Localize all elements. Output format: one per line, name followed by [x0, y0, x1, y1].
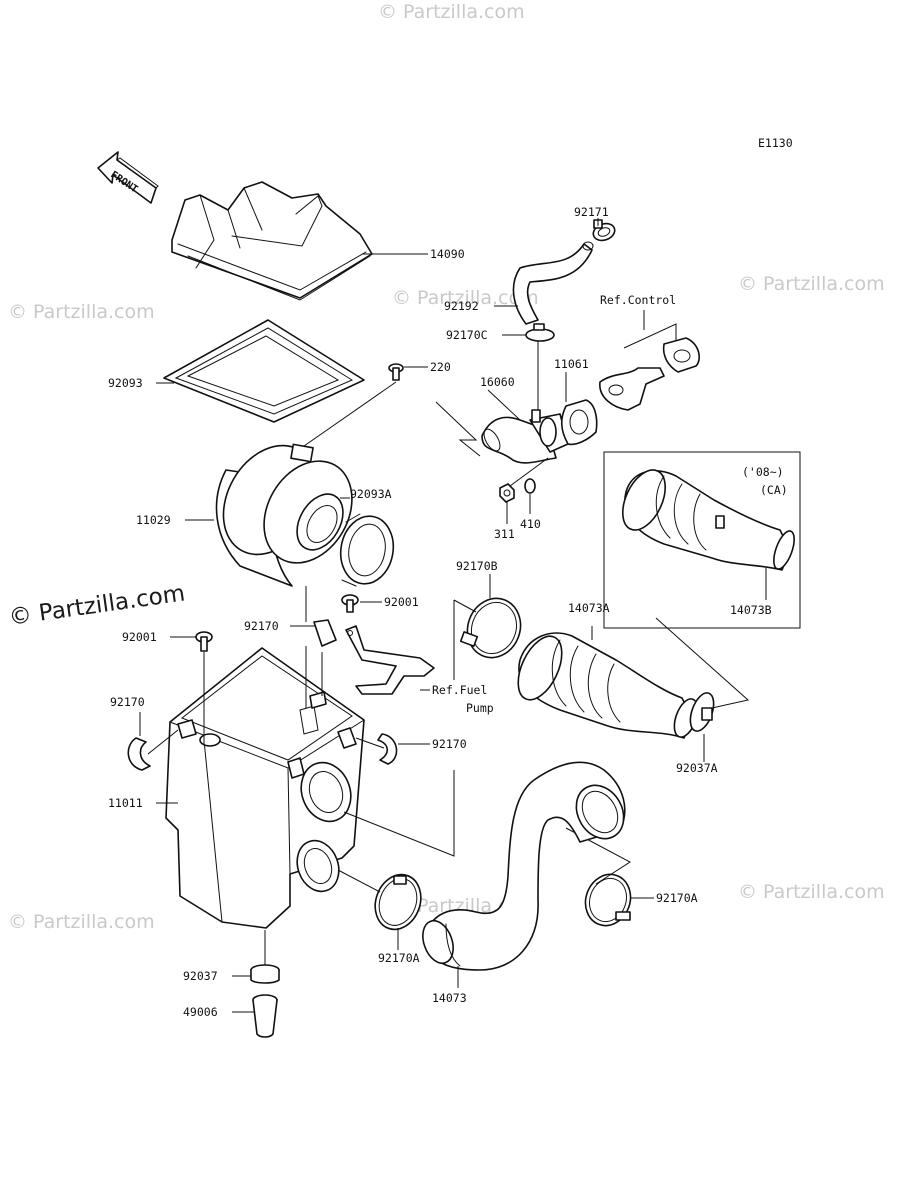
clamp-92170B: [459, 597, 522, 659]
callout-11011: 11011: [108, 796, 143, 810]
leader-line: [343, 770, 455, 857]
intake-duct-14073B: [622, 469, 795, 571]
callout-92171: 92171: [574, 205, 609, 219]
leader-line: [655, 617, 750, 709]
leader-line: [147, 729, 179, 755]
leader-line: [487, 389, 521, 421]
clip-92170-right: [377, 733, 398, 765]
variant-box: [603, 451, 801, 629]
leader-line: [623, 310, 677, 349]
leader-line: [453, 599, 477, 680]
variant-year: ('08~): [742, 465, 784, 479]
clamp-92170A-right: [584, 873, 632, 927]
callout-16060: 16060: [480, 375, 515, 389]
watermark-text: © Partzilla.com: [8, 301, 155, 323]
intake-duct-14073: [422, 761, 626, 971]
callout-92001-upper: 92001: [384, 595, 419, 609]
ref-control: Ref.Control: [600, 293, 676, 307]
leader-line: [303, 381, 397, 447]
clamp-92171: [592, 219, 616, 242]
bolt-92001-left: [195, 631, 213, 652]
callout-92192: 92192: [444, 299, 479, 313]
clamp-92170C: [525, 323, 555, 342]
callout-92170-right: 92170: [432, 737, 467, 751]
washer-410: [524, 478, 536, 494]
callout-92170A-left: 92170A: [378, 951, 420, 965]
callout-92170C: 92170C: [446, 328, 488, 342]
callout-220: 220: [430, 360, 451, 374]
control-bracket: [599, 337, 700, 411]
callout-11029: 11029: [136, 513, 171, 527]
callout-92093: 92093: [108, 376, 143, 390]
leader-line: [435, 401, 481, 457]
callout-92170A-right: 92170A: [656, 891, 698, 905]
callout-410: 410: [520, 517, 541, 531]
nut-311: [499, 483, 515, 503]
watermark-text: © Partzilla.com: [738, 273, 885, 295]
leader-line: [355, 737, 385, 749]
callout-14073A: 14073A: [568, 601, 610, 615]
gasket-92093: [163, 319, 365, 423]
seal-92093A: [339, 513, 395, 587]
screw-220: [388, 363, 404, 381]
callout-14073B: 14073B: [730, 603, 772, 617]
callout-92037A: 92037A: [676, 761, 718, 775]
ref-fuel-line2: Pump: [466, 701, 494, 715]
leader-line: [509, 457, 549, 487]
fuel-pump-bracket: [345, 625, 435, 695]
callout-92093A: 92093A: [350, 487, 392, 501]
air-filter-element: [215, 443, 353, 587]
hose-92192: [512, 241, 594, 325]
callout-92001-left: 92001: [122, 630, 157, 644]
ref-fuel-line1: Ref.Fuel: [432, 683, 487, 697]
duct-16060: [481, 409, 569, 464]
clamp-92037: [250, 964, 280, 984]
clamp-92037A: [689, 692, 715, 732]
drain-plug-49006: [252, 994, 278, 1038]
gasket-11061: [560, 399, 598, 446]
watermark-strong-text: © Partzilla.com: [7, 580, 186, 630]
air-cleaner-housing: [165, 647, 365, 929]
callout-14090: 14090: [430, 247, 465, 261]
variant-region: (CA): [760, 483, 788, 497]
leader-line: [337, 869, 381, 893]
front-arrow-icon: FRONT: [97, 151, 159, 204]
watermark-text: © Partzilla.com: [738, 881, 885, 903]
intake-duct-14073A: [517, 632, 699, 739]
watermark-text: © Partzilla.com: [392, 287, 539, 309]
air-cleaner-cover: [171, 181, 373, 301]
callout-11061: 11061: [554, 357, 589, 371]
callout-311: 311: [494, 527, 515, 541]
clamp-92170A-left: [374, 873, 422, 931]
callout-14073: 14073: [432, 991, 467, 1005]
callout-92170B: 92170B: [456, 559, 498, 573]
watermark-text: © Partzilla.com: [378, 1, 525, 23]
clip-92170-top: [313, 619, 337, 647]
watermark-text: © Partzilla.com: [8, 911, 155, 933]
callout-49006: 49006: [183, 1005, 218, 1019]
clip-92170-left: [127, 737, 151, 771]
callout-92170-left: 92170: [110, 695, 145, 709]
callout-92037: 92037: [183, 969, 218, 983]
diagram-code: E1130: [758, 136, 793, 150]
bolt-92001-upper: [341, 594, 359, 613]
callout-92170-top: 92170: [244, 619, 279, 633]
